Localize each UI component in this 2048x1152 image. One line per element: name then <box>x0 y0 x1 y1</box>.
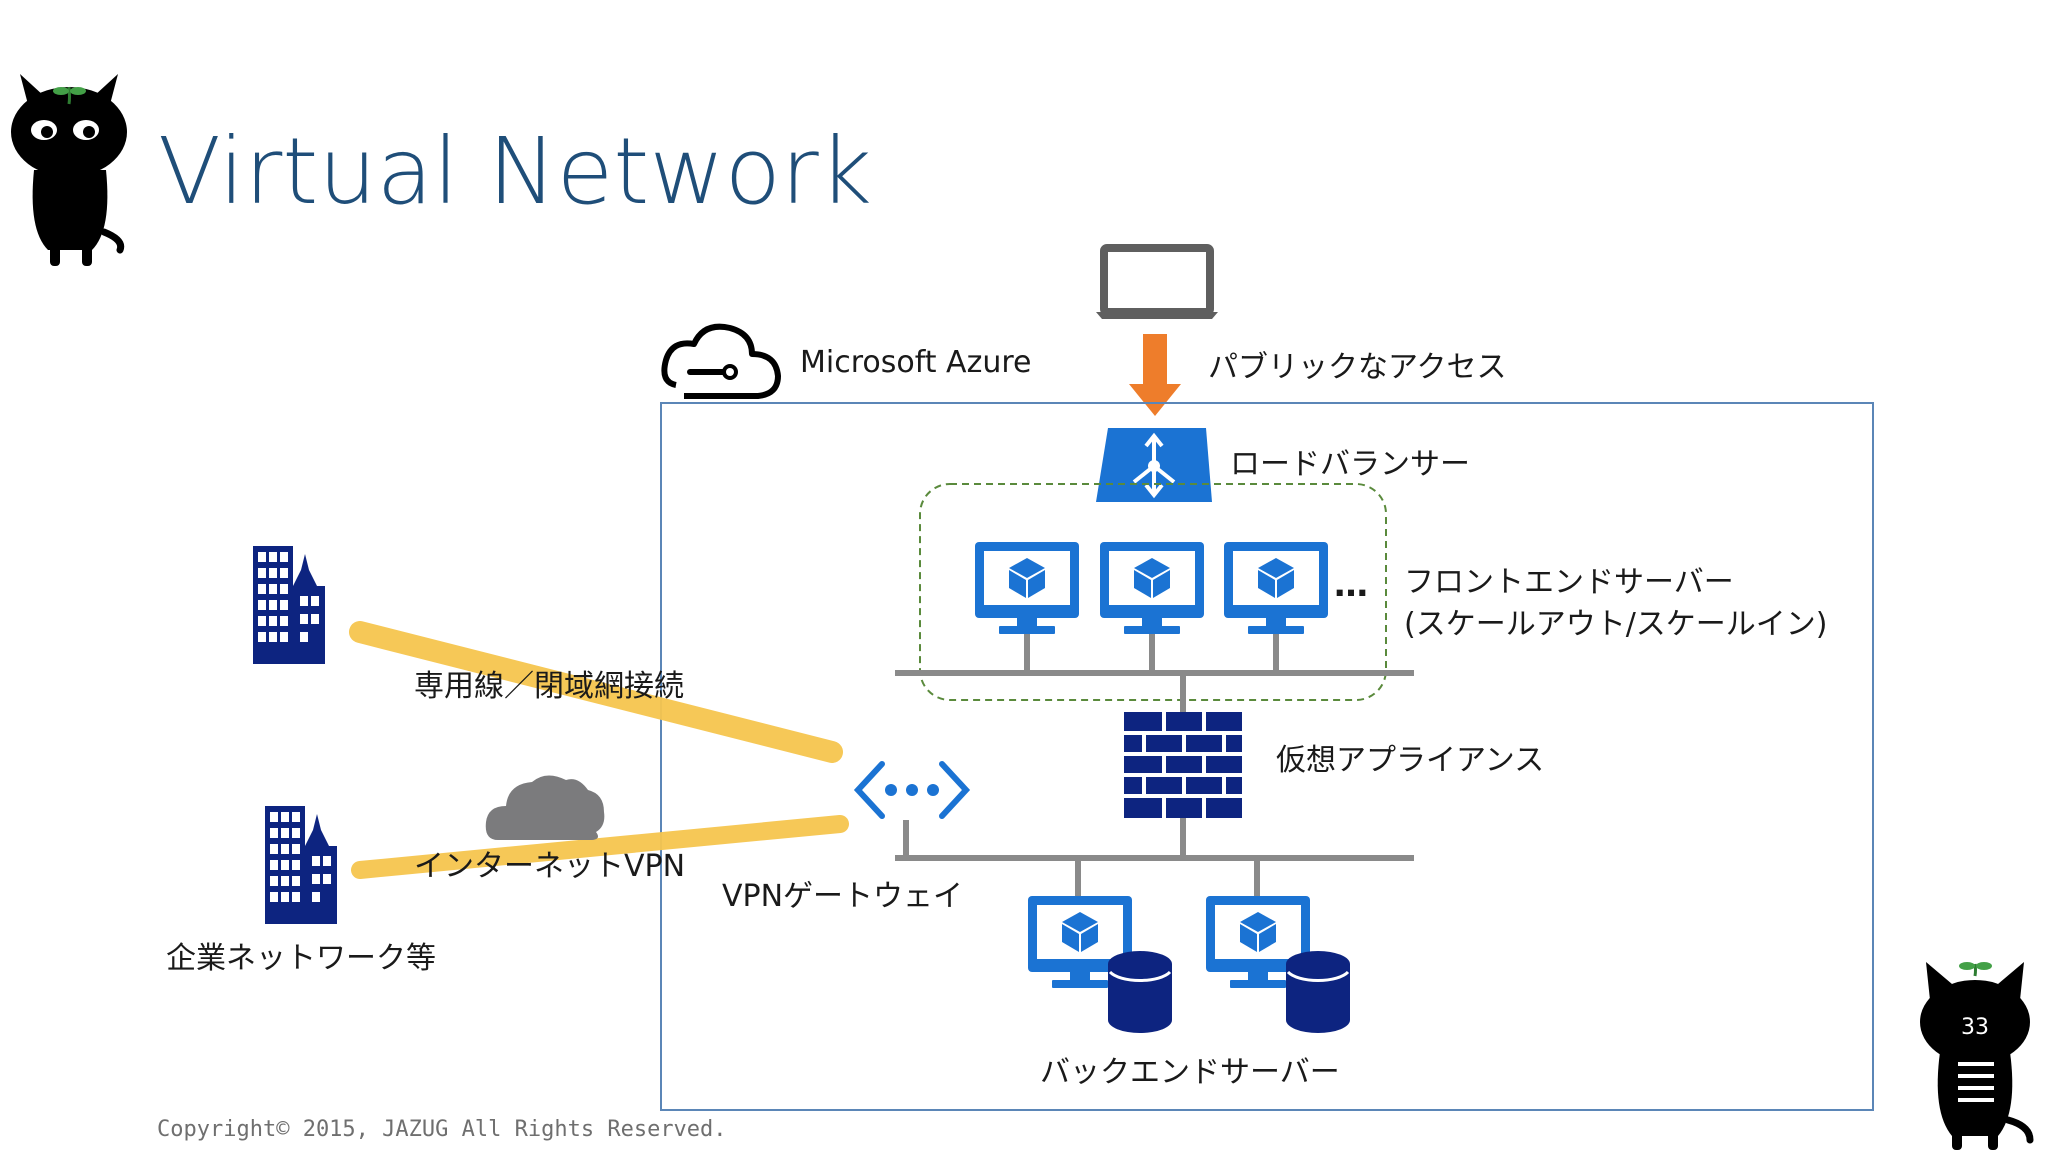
laptop-icon <box>1096 244 1218 319</box>
backend-server-icon <box>1028 896 1174 1035</box>
frontend-network-bus <box>895 634 1414 712</box>
frontend-more-indicator: … <box>1334 565 1368 605</box>
internet-vpn-label: インターネットVPN <box>414 849 685 884</box>
backend-server-icon <box>1206 896 1352 1035</box>
internet-vpn-link <box>351 815 849 879</box>
azure-cloud-icon <box>661 323 781 399</box>
public-access-label: パブリックなアクセス <box>1208 350 1507 385</box>
frontend-server-icon <box>1224 542 1328 634</box>
page-title: Virtual Network <box>158 118 872 225</box>
backend-label: バックエンドサーバー <box>1040 1055 1340 1090</box>
enterprise-building-icon <box>253 546 325 664</box>
frontend-label-line1: フロントエンドサーバー <box>1404 565 1734 600</box>
azure-label: Microsoft Azure <box>800 345 1031 380</box>
load-balancer-label: ロードバランサー <box>1230 447 1470 482</box>
backend-network-bus <box>895 818 1414 896</box>
frontend-scale-group <box>919 483 1387 701</box>
cat-mascot-icon <box>11 74 127 266</box>
azure-frame <box>660 402 1874 1111</box>
frontend-server-icon <box>975 542 1079 634</box>
vpn-gateway-icon <box>853 761 971 819</box>
dedicated-line-link <box>349 621 843 763</box>
page-cat-icon <box>1920 962 2034 1150</box>
frontend-label-line2: (スケールアウト/スケールイン) <box>1404 607 1828 642</box>
enterprise-building-icon <box>265 806 337 924</box>
page-number: 33 <box>1961 1015 1989 1040</box>
vpn-gateway-label: VPNゲートウェイ <box>722 879 963 914</box>
virtual-appliance-label: 仮想アプライアンス <box>1276 743 1544 778</box>
firewall-icon <box>1124 712 1242 818</box>
load-balancer-icon <box>1096 428 1212 502</box>
arrow-down-icon <box>1129 334 1181 416</box>
copyright-text: Copyright© 2015, JAZUG All Rights Reserv… <box>157 1117 727 1142</box>
dedicated-line-label: 専用線／閉域網接続 <box>414 669 684 704</box>
frontend-server-icon <box>1100 542 1204 634</box>
enterprise-label: 企業ネットワーク等 <box>166 941 436 976</box>
internet-cloud-icon <box>485 775 605 840</box>
